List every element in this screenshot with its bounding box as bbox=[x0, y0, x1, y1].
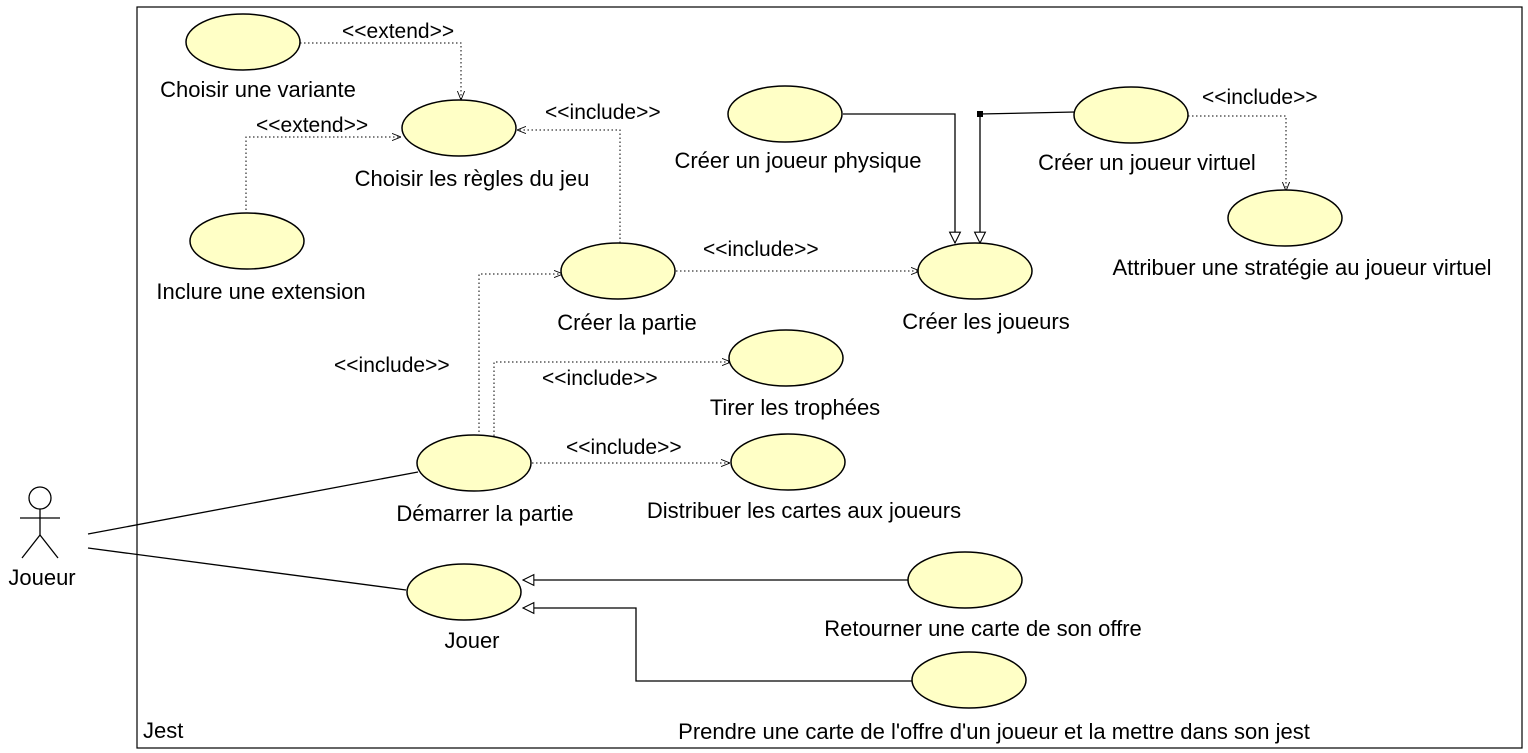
svg-text:Choisir les règles du jeu: Choisir les règles du jeu bbox=[355, 166, 590, 191]
svg-text:Démarrer la partie: Démarrer la partie bbox=[396, 501, 573, 526]
include-regles bbox=[517, 130, 621, 243]
actor-figure bbox=[20, 486, 60, 559]
use-case-creer-joueurs[interactable]: Créer les joueurs bbox=[902, 242, 1070, 334]
system-boundary bbox=[136, 6, 1523, 749]
svg-text:Retourner une carte de son off: Retourner une carte de son offre bbox=[824, 616, 1142, 641]
svg-text:Jouer: Jouer bbox=[444, 628, 499, 653]
system-name: Jest bbox=[143, 718, 183, 743]
extend-extension bbox=[245, 137, 401, 214]
generalization-virtuel bbox=[980, 111, 1076, 243]
use-case-attribuer-strategie[interactable]: Attribuer une stratégie au joueur virtue… bbox=[1112, 189, 1492, 280]
generalization-prendre bbox=[523, 608, 912, 682]
svg-text:Tirer les trophées: Tirer les trophées bbox=[710, 395, 880, 420]
use-case-inclure-extension[interactable]: Inclure une extension bbox=[156, 212, 366, 304]
stereotype-include-regles: <<include>> bbox=[545, 101, 661, 124]
use-case-jouer[interactable]: Jouer bbox=[406, 563, 522, 653]
svg-text:Prendre une carte de l'offre d: Prendre une carte de l'offre d'un joueur… bbox=[678, 719, 1310, 744]
use-case-demarrer-partie[interactable]: Démarrer la partie bbox=[396, 434, 574, 526]
use-case-retourner-carte[interactable]: Retourner une carte de son offre bbox=[824, 551, 1142, 641]
use-case-creer-partie[interactable]: Créer la partie bbox=[557, 242, 697, 335]
use-case-distribuer-cartes[interactable]: Distribuer les cartes aux joueurs bbox=[647, 433, 961, 523]
stereotype-include-joueurs: <<include>> bbox=[703, 238, 819, 261]
svg-text:Choisir une variante: Choisir une variante bbox=[160, 77, 356, 102]
stereotype-include-strategie: <<include>> bbox=[1202, 86, 1318, 109]
use-case-tirer-trophees[interactable]: Tirer les trophées bbox=[710, 329, 880, 420]
svg-text:Créer un joueur physique: Créer un joueur physique bbox=[674, 148, 921, 173]
include-creer-partie bbox=[478, 274, 563, 436]
junction-point bbox=[977, 111, 983, 117]
svg-text:Attribuer une stratégie au jou: Attribuer une stratégie au joueur virtue… bbox=[1112, 255, 1491, 280]
use-case-creer-joueur-virtuel[interactable]: Créer un joueur virtuel bbox=[1038, 86, 1256, 175]
generalization-physique bbox=[843, 113, 955, 243]
stereotype-include-creer-partie: <<include>> bbox=[334, 354, 450, 377]
stereotype-extend-variante: <<extend>> bbox=[342, 20, 454, 43]
use-case-creer-joueur-physique[interactable]: Créer un joueur physique bbox=[674, 85, 922, 173]
association-jouer bbox=[87, 547, 407, 591]
svg-text:Créer la partie: Créer la partie bbox=[557, 310, 696, 335]
extend-variante bbox=[300, 42, 461, 100]
use-case-choisir-variante[interactable]: Choisir une variante bbox=[160, 13, 356, 102]
stereotype-extend-extension: <<extend>> bbox=[256, 114, 368, 137]
svg-text:Créer un joueur virtuel: Créer un joueur virtuel bbox=[1038, 150, 1256, 175]
include-strategie bbox=[1188, 115, 1286, 191]
use-case-prendre-carte[interactable]: Prendre une carte de l'offre d'un joueur… bbox=[678, 651, 1310, 744]
association-demarrer bbox=[87, 471, 419, 535]
actor-name: Joueur bbox=[8, 565, 75, 590]
use-case-choisir-regles[interactable]: Choisir les règles du jeu bbox=[355, 99, 590, 191]
svg-text:Créer les joueurs: Créer les joueurs bbox=[902, 309, 1070, 334]
include-trophees bbox=[493, 362, 731, 436]
svg-text:Inclure une extension: Inclure une extension bbox=[156, 279, 365, 304]
stereotype-include-cartes: <<include>> bbox=[566, 436, 682, 459]
stereotype-include-trophees: <<include>> bbox=[542, 367, 658, 390]
svg-text:Distribuer les cartes aux joue: Distribuer les cartes aux joueurs bbox=[647, 498, 961, 523]
